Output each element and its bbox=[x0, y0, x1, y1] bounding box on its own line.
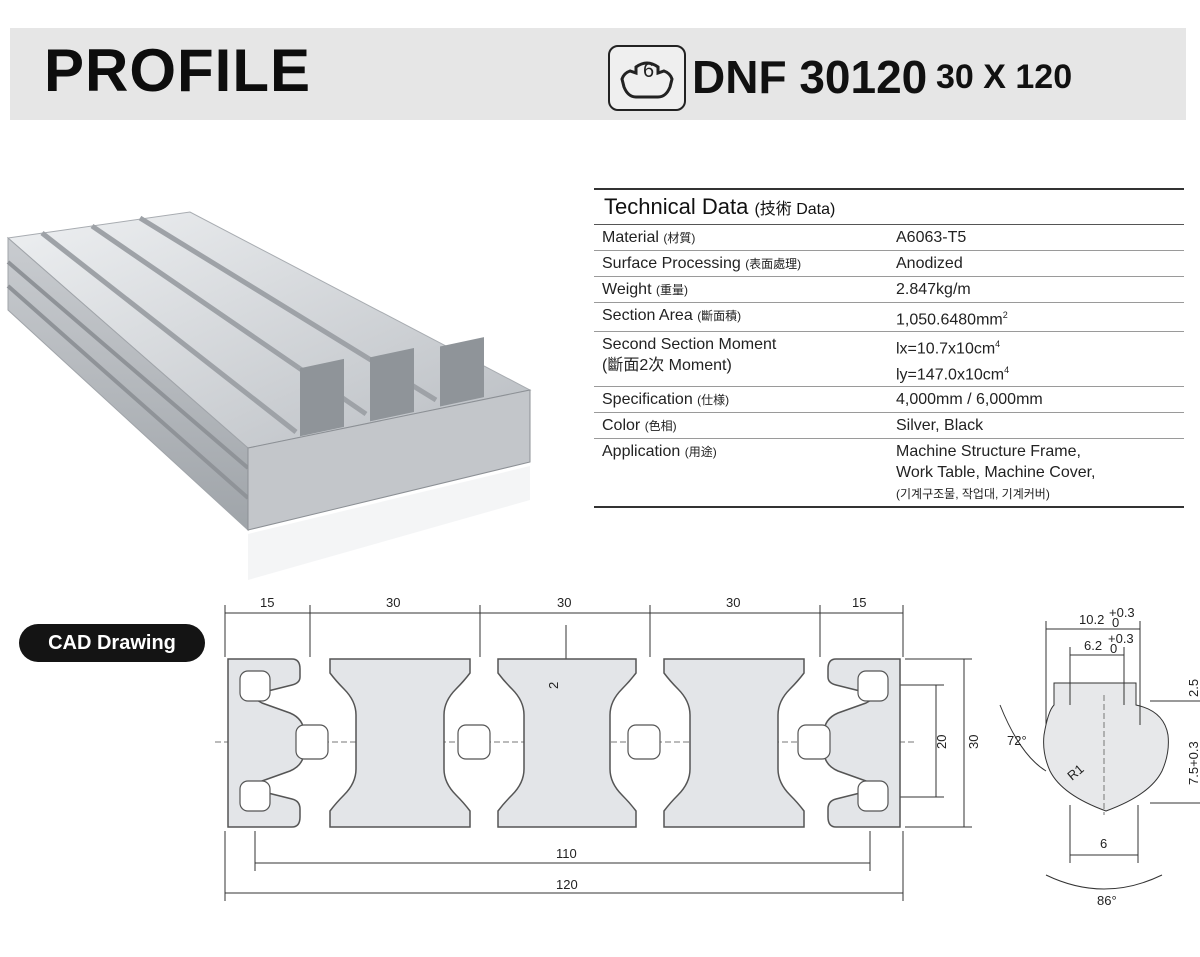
technical-data-title: Technical Data (技術 Data) bbox=[594, 190, 1184, 225]
page-title: PROFILE bbox=[44, 37, 312, 104]
cad-drawing-label: CAD Drawing bbox=[19, 624, 205, 662]
profile-type-logo-icon: 6 bbox=[608, 45, 686, 111]
table-row: Second Section Moment(斷面2次 Moment) lx=10… bbox=[594, 332, 1184, 387]
svg-text:110: 110 bbox=[556, 846, 577, 861]
cad-drawing: 15 30 30 30 15 2 20 30 110 120 10.2 +0.3… bbox=[215, 595, 1200, 908]
technical-data-table: Technical Data (技術 Data) Material (材質) A… bbox=[594, 188, 1184, 508]
table-row: Color (色相) Silver, Black bbox=[594, 413, 1184, 439]
svg-text:6.2: 6.2 bbox=[1084, 638, 1102, 653]
model-number: DNF 30120 bbox=[692, 51, 928, 103]
svg-text:30: 30 bbox=[386, 595, 400, 610]
svg-text:30: 30 bbox=[726, 595, 740, 610]
svg-text:0: 0 bbox=[1112, 615, 1119, 630]
header-band: PROFILE 6 DNF 30120 30 X 120 bbox=[10, 28, 1186, 120]
svg-text:30: 30 bbox=[966, 735, 981, 749]
model-size: 30 X 120 bbox=[936, 58, 1073, 96]
svg-text:30: 30 bbox=[557, 595, 571, 610]
svg-text:2: 2 bbox=[546, 682, 561, 689]
svg-text:6: 6 bbox=[1100, 836, 1107, 851]
svg-text:+0.3: +0.3 bbox=[1108, 631, 1134, 646]
profile-photo bbox=[0, 200, 540, 595]
svg-text:0: 0 bbox=[1110, 641, 1117, 656]
table-row: Material (材質) A6063-T5 bbox=[594, 225, 1184, 251]
svg-text:20: 20 bbox=[934, 735, 949, 749]
svg-text:10.2: 10.2 bbox=[1079, 612, 1104, 627]
table-row: Application (用途) Machine Structure Frame… bbox=[602, 442, 1096, 501]
svg-text:15: 15 bbox=[260, 595, 274, 610]
svg-text:72°: 72° bbox=[1007, 733, 1027, 748]
svg-text:2.5: 2.5 bbox=[1186, 679, 1200, 697]
svg-text:+0.3: +0.3 bbox=[1109, 605, 1135, 620]
svg-text:120: 120 bbox=[556, 877, 578, 892]
logo-digit: 6 bbox=[643, 60, 654, 82]
svg-text:15: 15 bbox=[852, 595, 866, 610]
table-row: Section Area (斷面積) 1,050.6480mm2 bbox=[594, 303, 1184, 333]
svg-text:86°: 86° bbox=[1097, 893, 1117, 908]
table-row: Specification (仕様) 4,000mm / 6,000mm bbox=[594, 387, 1184, 413]
table-row: Weight (重量) 2.847kg/m bbox=[594, 277, 1184, 303]
table-row: Surface Processing (表面處理) Anodized bbox=[594, 251, 1184, 277]
svg-text:7.5+0.3: 7.5+0.3 bbox=[1186, 741, 1200, 785]
